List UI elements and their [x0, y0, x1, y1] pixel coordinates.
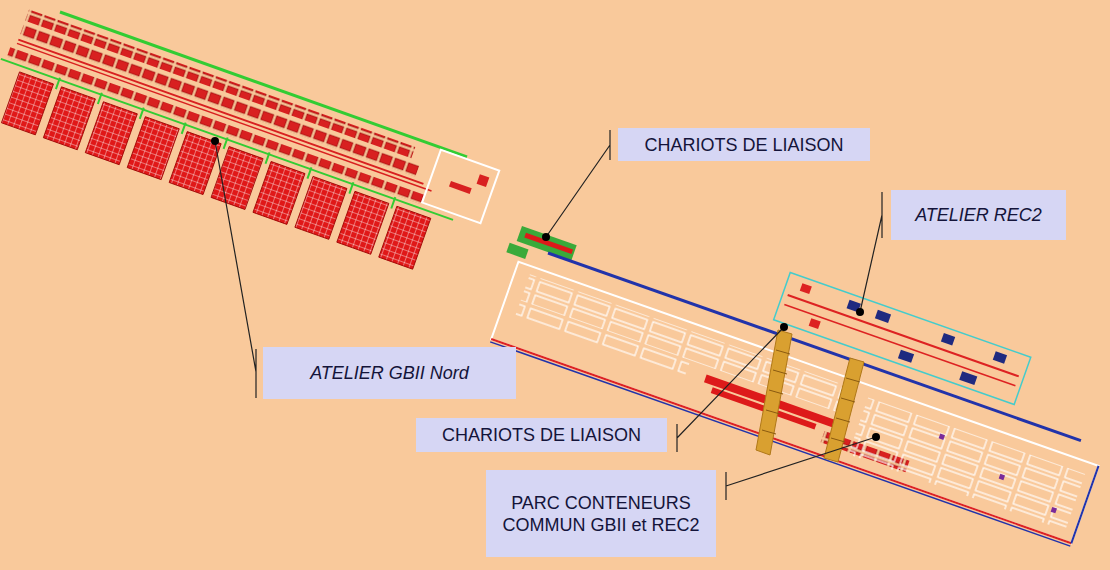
marker	[999, 474, 1005, 480]
gbii-building	[0, 0, 500, 285]
machine	[898, 350, 914, 363]
transfer-carriage	[824, 358, 864, 462]
machine	[809, 318, 821, 329]
storage-bay	[127, 117, 179, 180]
container-slots	[848, 398, 1085, 531]
leader-line	[860, 192, 882, 312]
storage-bay	[169, 132, 221, 195]
bay-separator	[56, 78, 395, 209]
red-conveyor	[784, 304, 1015, 385]
leader-dot	[780, 323, 788, 331]
leader-line	[726, 437, 876, 500]
machine	[875, 310, 891, 323]
leader-line	[546, 130, 610, 237]
marker	[939, 434, 945, 440]
callout-label: CHARIOTS DE LIAISON	[442, 424, 641, 446]
storage-bay	[379, 206, 431, 269]
storage-bay	[337, 191, 389, 254]
storage-bay	[295, 176, 347, 239]
callout-label: PARC CONTENEURS COMMUN GBII et REC2	[501, 492, 701, 536]
green-platform	[506, 243, 528, 259]
storage-bay	[253, 161, 305, 224]
building-outline	[422, 150, 499, 224]
transfer-carriage	[756, 330, 792, 455]
red-block	[477, 174, 490, 187]
red-block	[449, 181, 472, 194]
rec2-outline	[774, 273, 1031, 405]
leader-line	[215, 141, 256, 398]
callout-label: ATELIER GBII Nord	[310, 362, 469, 384]
leader-dot	[872, 433, 880, 441]
building-outline	[491, 262, 1098, 544]
callout-label: CHARIOTS DE LIAISON	[644, 134, 843, 156]
container-slots	[521, 274, 851, 413]
container-slots	[515, 302, 689, 375]
red-conveyor	[788, 295, 1019, 376]
callout-label: ATELIER REC2	[915, 204, 1042, 226]
storage-bay	[1, 72, 53, 135]
leader-line	[677, 327, 784, 452]
callout-box: ATELIER REC2	[891, 190, 1066, 240]
storage-bay	[211, 147, 263, 210]
callout-box: CHARIOTS DE LIAISON	[618, 128, 870, 161]
carriage-rung	[762, 350, 860, 442]
machine	[993, 351, 1007, 363]
blue-wall	[1071, 466, 1098, 543]
storage-bay	[43, 87, 95, 150]
leader-dot	[211, 137, 219, 145]
machine	[941, 333, 955, 345]
green-wall	[1, 59, 453, 220]
leader-dot	[542, 233, 550, 241]
callout-box: CHARIOTS DE LIAISON	[416, 418, 667, 452]
machine	[800, 283, 812, 294]
leader-dot	[856, 308, 864, 316]
red-rail	[18, 40, 423, 184]
red-row	[7, 47, 425, 204]
callout-box: PARC CONTENEURS COMMUN GBII et REC2	[486, 470, 716, 557]
machine	[959, 371, 977, 385]
marker	[1051, 507, 1057, 513]
red-row	[20, 25, 420, 177]
storage-bay	[85, 102, 137, 165]
callout-box: ATELIER GBII Nord	[263, 347, 516, 399]
red-conveyor	[524, 233, 573, 254]
